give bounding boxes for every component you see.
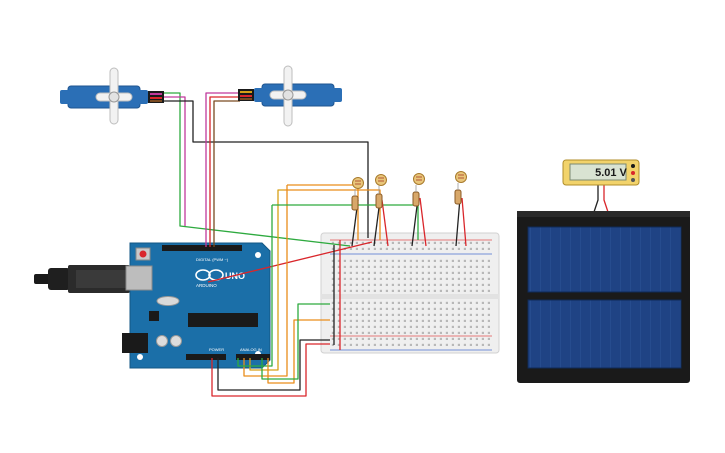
wire-servo-right-brown [213,100,240,247]
ldr-1[interactable] [351,177,364,211]
usb-cable [34,265,130,293]
wire-analog-a3 [267,319,330,384]
multimeter-reading: 5.01 V [595,167,627,179]
wire-ldr-1-signal [287,184,359,240]
servo-right[interactable] [238,65,342,127]
ldr-4[interactable] [454,171,467,205]
wire-ldr-2-signal [284,189,381,240]
power-header-label: POWER [209,347,224,352]
wiring [150,92,609,397]
resistor-2[interactable] [375,193,383,209]
digital-header-label: DIGITAL (PWM ~) [196,257,229,262]
wire-5v-diagonal [207,241,373,283]
servo-left[interactable] [60,67,164,125]
wire-analog-a0 [243,185,288,377]
resistor-3[interactable] [412,191,420,207]
wire-5v-to-rail [211,343,330,397]
wire-probe-red [603,185,609,213]
ldr-2[interactable] [375,174,387,209]
multimeter[interactable]: 5.01 V [562,159,640,186]
wire-probe-black [593,185,599,213]
wire-ldr-4-ground [455,197,461,247]
analog-pin-header[interactable] [236,354,270,360]
breadboard[interactable] [320,232,500,354]
arduino-uno-board[interactable]: UNO ARDUINO DIGITAL (PWM ~) POWER ANALOG… [34,242,271,369]
wire-servo-left-ground [150,100,369,238]
wire-analog-a4 [261,303,330,380]
atmega-chip [188,313,258,327]
wire-servo-right-red [209,96,240,247]
ldr-3[interactable] [412,173,425,207]
resistor-1[interactable] [351,195,359,211]
wire-ldr-4-power [461,197,467,247]
power-pin-header[interactable] [186,354,226,360]
brand-label: ARDUINO [196,283,217,288]
wire-gnd-to-rail [217,339,330,391]
wire-ldr-2-power [381,199,389,247]
reset-button[interactable] [139,250,147,258]
wire-analog-a2 [237,205,273,367]
wire-ldr-3-power [419,197,427,247]
wire-servo-right-magenta [205,92,240,247]
resistor-4[interactable] [454,189,462,205]
wire-servo-left-signal [150,92,351,247]
digital-pin-header[interactable] [162,245,242,251]
solar-panel[interactable] [517,211,690,383]
analog-header-label: ANALOG IN [240,347,262,352]
